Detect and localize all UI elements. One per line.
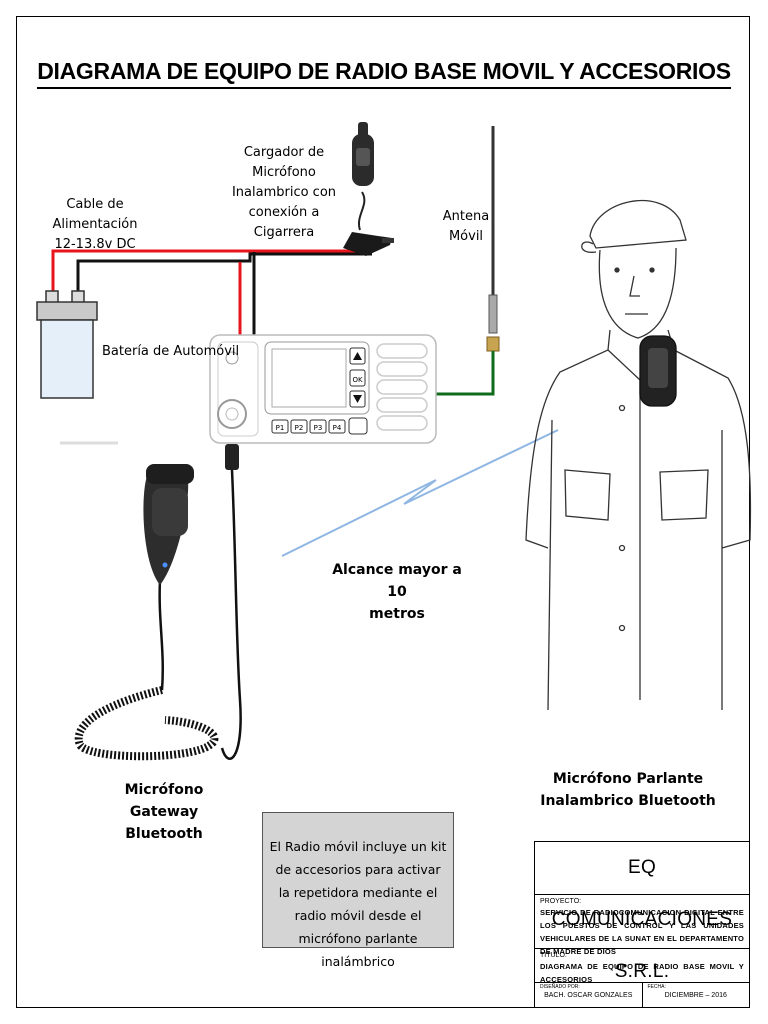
wireless-link-icon	[281, 429, 559, 557]
mobile-radio: OK P1 P2 P3 P4	[209, 334, 437, 444]
project-text: SERVICIO DE RADIOCOMUNICACION DIGITAL EN…	[540, 908, 744, 956]
person-with-speaker-mic	[525, 199, 752, 711]
radio-button-p3: P3	[314, 424, 323, 432]
battery-label: Batería de Automóvil	[102, 344, 240, 359]
gateway-mic-label: Micrófono Gateway Bluetooth	[124, 782, 204, 842]
gateway-microphone	[74, 444, 242, 761]
drawing-date: DICIEMBRE – 2016	[664, 992, 727, 999]
radio-button-p1: P1	[276, 424, 285, 432]
page-title: DIAGRAMA DE EQUIPO DE RADIO BASE MOVIL Y…	[0, 58, 768, 89]
project-row: PROYECTO: SERVICIO DE RADIOCOMUNICACION …	[535, 895, 749, 956]
range-label: Alcance mayor a 10 metros	[332, 562, 462, 622]
designer-date-row: DISEÑADO POR: BACH. OSCAR GONZALES FECHA…	[535, 983, 749, 1007]
power-cable-label: Cable de Alimentación 12-13.8v DC	[52, 197, 138, 252]
charger-label: Cargador de Micrófono Inalambrico con co…	[231, 145, 337, 240]
svg-text:OK: OK	[352, 376, 363, 384]
radio-button-p2: P2	[295, 424, 304, 432]
power-wires	[51, 249, 372, 337]
title-block: EQ COMUNICACIONES S.R.L. PROYECTO: SERVI…	[534, 841, 750, 1008]
cigarette-charger	[343, 122, 394, 256]
note-text: El Radio móvil incluye un kit de accesor…	[269, 839, 447, 969]
radio-button-p4: P4	[333, 424, 342, 432]
designer-name: BACH. OSCAR GONZALES	[544, 992, 633, 999]
title-row: TITULO: DIAGRAMA DE EQUIPO DE RADIO BASE…	[535, 949, 749, 984]
page-border	[16, 16, 750, 1008]
car-battery	[36, 290, 98, 399]
drawing-title: DIAGRAMA DE EQUIPO DE RADIO BASE MOVIL Y…	[540, 962, 744, 984]
speaker-mic-label: Micrófono Parlante Inalambrico Bluetooth	[540, 771, 716, 809]
company-name: EQ COMUNICACIONES S.R.L.	[535, 842, 749, 982]
antenna-label: Antena Móvil	[442, 209, 490, 244]
note-box: El Radio móvil incluye un kit de accesor…	[262, 812, 454, 969]
